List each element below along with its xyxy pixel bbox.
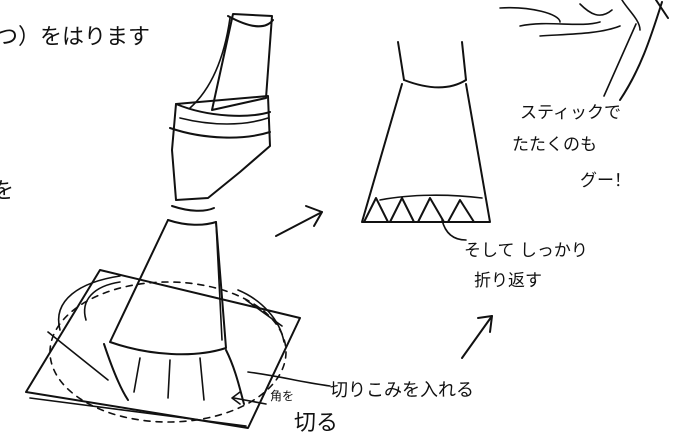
corner-note-line2: 切る [294,411,338,436]
top-left-note: つ）をはります [0,25,150,50]
cut-note: 切りこみを入れる [330,380,474,401]
arrow-up [461,315,493,359]
stick-note-line1: スティックで [520,103,621,123]
corner-note-line1: 角を [270,389,294,403]
stick-note-line2: たたくのも [512,135,597,155]
stick-note-line3: グー！ [580,171,631,191]
left-edge-char: を [0,179,14,204]
stick-scribble [499,0,669,101]
corner-arrow [231,391,267,405]
skirt-drawing [361,41,491,241]
cut-leader [247,371,331,387]
fold-note-line2: 折り返す [474,271,542,291]
bottle-drawing [25,13,301,429]
arrow-right [275,205,323,237]
fold-note-line1: そして しっかり [464,241,588,261]
